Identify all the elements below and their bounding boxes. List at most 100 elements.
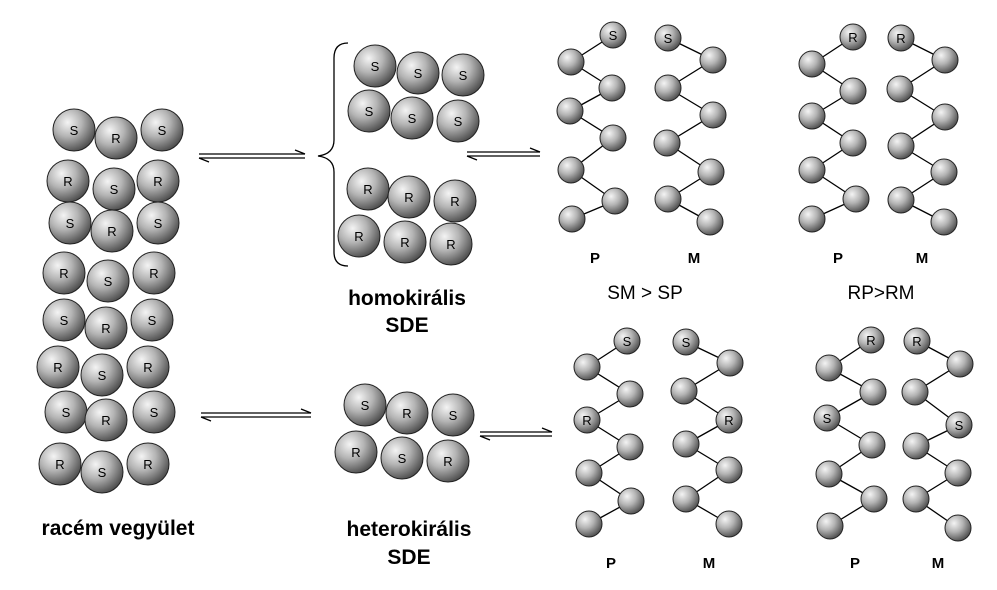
chirality-label: S <box>664 31 673 46</box>
chirality-label: S <box>70 123 79 138</box>
homochiral-s-molecule: S <box>390 96 434 140</box>
helix-sphere: R <box>573 406 601 434</box>
homochiral-s-molecule: S <box>436 99 480 143</box>
racemic-molecule: R <box>36 345 80 389</box>
chirality-label: S <box>110 182 119 197</box>
chirality-label: S <box>98 368 107 383</box>
racemic-molecule: S <box>140 108 184 152</box>
chirality-label: S <box>682 335 691 350</box>
chirality-label: S <box>158 123 167 138</box>
homochiral-s-molecule: S <box>347 89 391 133</box>
chirality-label: S <box>454 114 463 129</box>
chirality-label: S <box>98 465 107 480</box>
chirality-label: S <box>361 398 370 413</box>
chirality-label: R <box>63 174 72 189</box>
helix-label-p: P <box>850 555 860 572</box>
racemic-caption: racém vegyület <box>42 517 195 540</box>
chirality-label: S <box>104 274 113 289</box>
helix-sphere <box>798 205 826 233</box>
helix-sphere <box>816 512 844 540</box>
helix-sphere <box>931 103 959 131</box>
helix-sphere <box>887 132 915 160</box>
helix-sphere <box>699 46 727 74</box>
chirality-label: R <box>111 131 120 146</box>
helix-sphere <box>654 185 682 213</box>
helix-sphere <box>575 510 603 538</box>
chirality-label: S <box>449 408 458 423</box>
helix-sphere <box>601 187 629 215</box>
sm-sp-caption: SM > SP <box>607 283 683 304</box>
helix-sphere: S <box>945 411 973 439</box>
equilibrium-forward-head <box>294 149 306 155</box>
helix-sphere <box>946 350 974 378</box>
chirality-label: R <box>443 454 452 469</box>
homochiral-caption-line1: homokirális <box>348 287 466 310</box>
racemic-molecule: R <box>94 116 138 160</box>
chirality-label: R <box>354 229 363 244</box>
helix-sphere <box>902 485 930 513</box>
chirality-label: R <box>848 30 857 45</box>
helix-sphere <box>815 460 843 488</box>
chirality-label: S <box>66 216 75 231</box>
chirality-label: S <box>148 313 157 328</box>
homochiral-r-molecule: R <box>346 167 390 211</box>
racemic-molecule: S <box>136 201 180 245</box>
helix-sphere <box>598 74 626 102</box>
helix-sphere <box>573 353 601 381</box>
chirality-label: R <box>53 360 62 375</box>
heterochiral-molecule: R <box>385 391 429 435</box>
helix-label-p: P <box>590 250 600 267</box>
racemic-molecule: S <box>42 298 86 342</box>
equilibrium-backward-head <box>479 435 491 441</box>
helix-sphere <box>617 487 645 515</box>
helix-sphere: S <box>599 21 627 49</box>
chirality-label: S <box>408 111 417 126</box>
racemic-molecule: S <box>86 259 130 303</box>
chirality-label: S <box>60 313 69 328</box>
equilibrium-backward-head <box>466 155 478 161</box>
homochiral-r-molecule: R <box>433 179 477 223</box>
heterochiral-molecule: S <box>431 393 475 437</box>
racemic-molecule: R <box>84 306 128 350</box>
racemic-molecule: R <box>38 442 82 486</box>
helix-sphere <box>798 102 826 130</box>
chirality-label: R <box>450 194 459 209</box>
chirality-label: R <box>724 413 733 428</box>
helix-sphere <box>858 431 886 459</box>
rp-rm-caption: RP>RM <box>847 283 914 304</box>
helix-sphere <box>860 485 888 513</box>
helix-label-p: P <box>833 250 843 267</box>
helix-sphere: R <box>857 326 885 354</box>
helix-sphere <box>839 77 867 105</box>
helix-sphere <box>931 46 959 74</box>
equilibrium-backward-head <box>200 416 212 422</box>
chirality-label: R <box>912 334 921 349</box>
chirality-label: R <box>153 174 162 189</box>
chirality-label: R <box>143 360 152 375</box>
homochiral-caption-line2: SDE <box>385 314 428 337</box>
homochiral-brace <box>317 42 349 267</box>
helix-sphere <box>557 48 585 76</box>
chirality-label: S <box>371 59 380 74</box>
helix-sphere: S <box>813 404 841 432</box>
racemic-molecule: S <box>80 353 124 397</box>
chirality-label: R <box>363 182 372 197</box>
heterochiral-molecule: R <box>334 430 378 474</box>
helix-sphere <box>616 380 644 408</box>
equilibrium-backward-head <box>198 157 210 163</box>
racemic-molecule: R <box>46 159 90 203</box>
helix-sphere: R <box>839 23 867 51</box>
helix-sphere <box>699 101 727 129</box>
helix-sphere <box>839 129 867 157</box>
racemic-molecule: S <box>132 390 176 434</box>
racemic-molecule: S <box>44 390 88 434</box>
helix-sphere <box>557 156 585 184</box>
helix-sphere <box>670 377 698 405</box>
helix-sphere: R <box>715 406 743 434</box>
helix-sphere: S <box>654 24 682 52</box>
helix-label-m: M <box>688 250 701 267</box>
helix-sphere <box>798 50 826 78</box>
helix-sphere <box>944 459 972 487</box>
homochiral-r-molecule: R <box>337 214 381 258</box>
chirality-label: S <box>62 405 71 420</box>
